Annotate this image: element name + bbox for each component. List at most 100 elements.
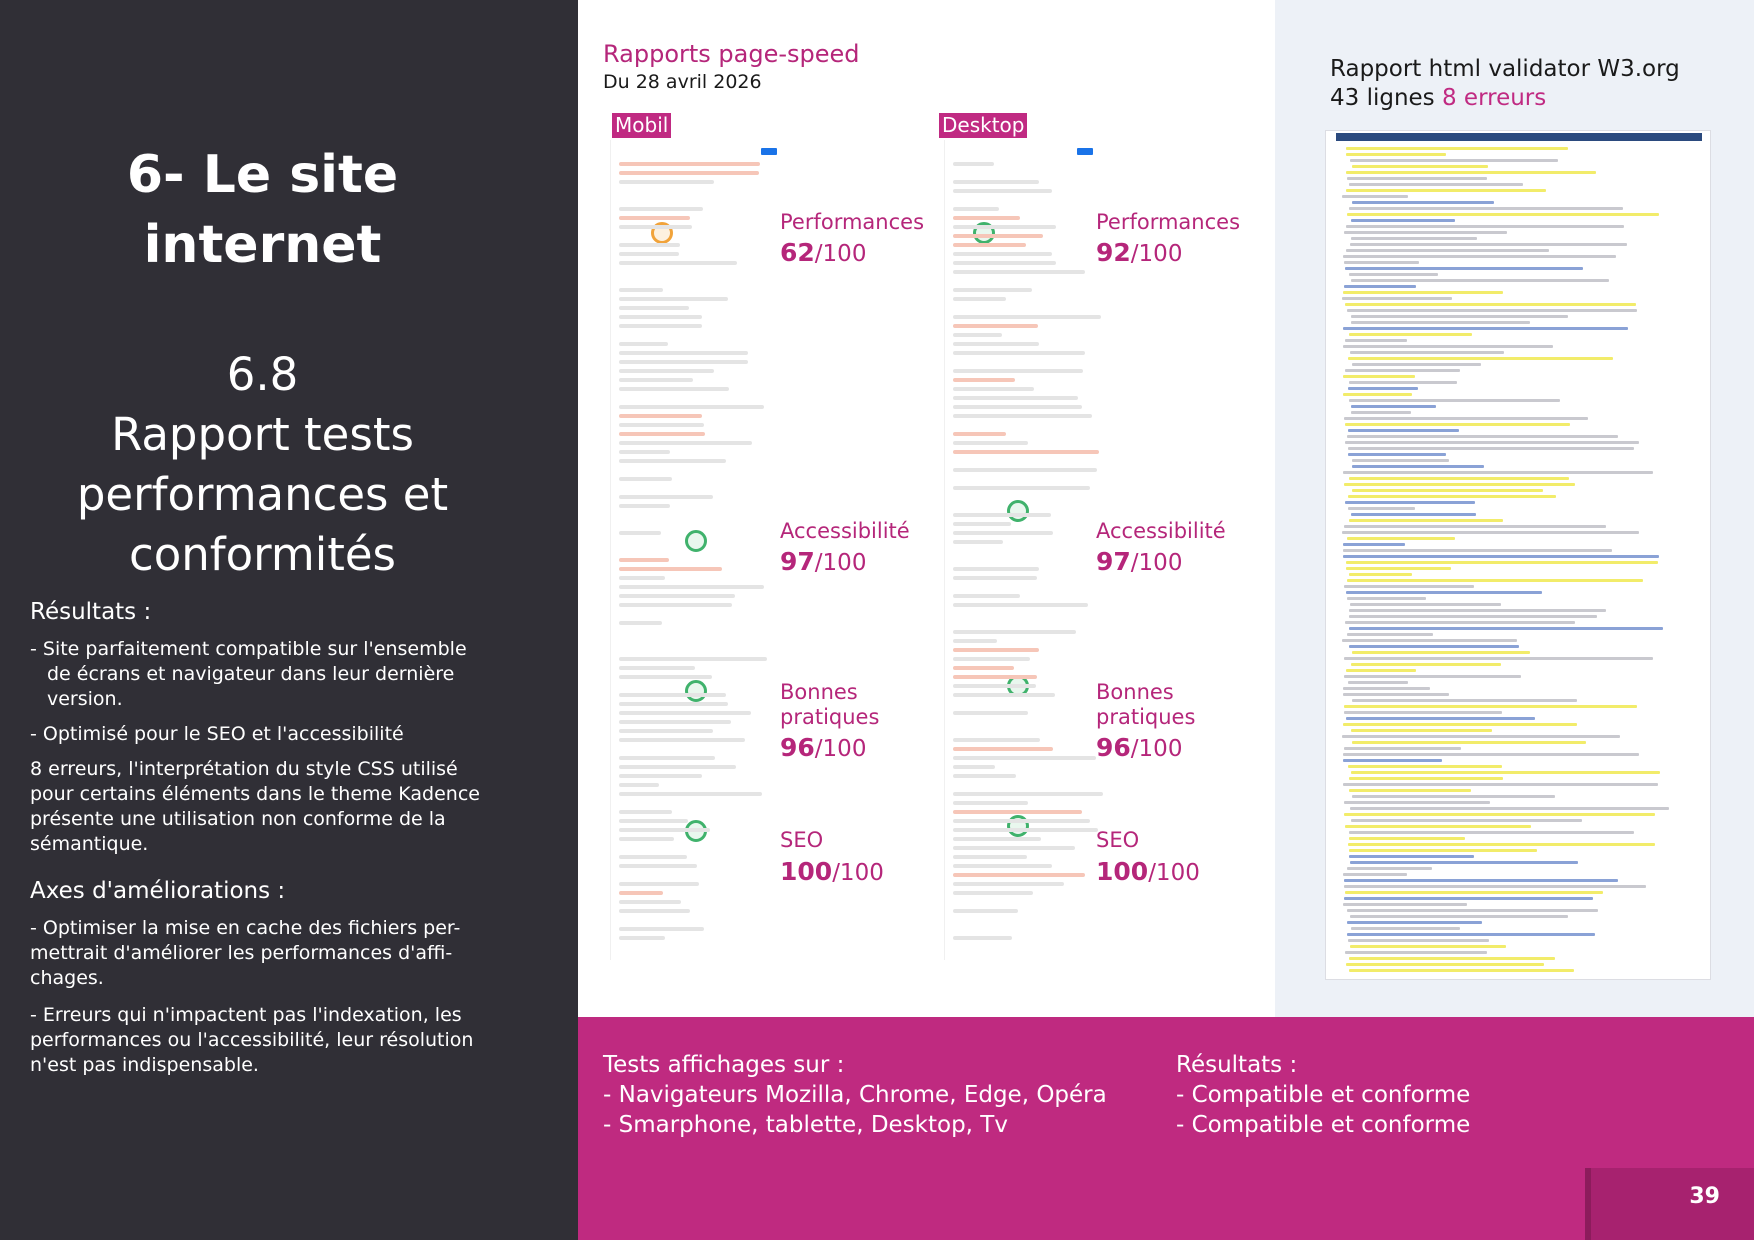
validator-text-line <box>1349 849 1537 852</box>
report-text-line <box>619 936 665 940</box>
chapter-title: 6- Le site internet <box>0 140 525 280</box>
validator-text-line <box>1343 255 1616 258</box>
validator-text-line <box>1343 903 1467 906</box>
report-text-line <box>619 576 665 580</box>
report-text-line <box>953 873 1085 877</box>
report-text-line <box>953 369 1083 373</box>
validator-text-line <box>1351 819 1582 822</box>
validator-text-line <box>1343 471 1653 474</box>
validator-text-line <box>1347 435 1618 438</box>
mobile-accessibility-score: 97/100 <box>780 547 867 576</box>
validator-text-line <box>1347 177 1487 180</box>
report-text-line <box>953 639 997 643</box>
report-text-line <box>953 756 1096 760</box>
validator-text-line <box>1344 801 1490 804</box>
validator-text-line <box>1344 879 1618 882</box>
validator-text-line <box>1346 189 1546 192</box>
page-number: 39 <box>1689 1184 1720 1209</box>
report-text-line <box>619 477 672 481</box>
report-text-line <box>953 711 1028 715</box>
validator-text-line <box>1349 627 1663 630</box>
validator-text-line <box>1344 747 1461 750</box>
report-text-line <box>619 315 702 319</box>
validator-text-line <box>1343 753 1639 756</box>
pagespeed-title: Rapports page-speed <box>603 40 860 68</box>
validator-text-line <box>1344 261 1419 264</box>
validator-text-line <box>1345 825 1531 828</box>
validator-text-line <box>1345 339 1407 342</box>
report-text-line <box>953 486 1090 490</box>
report-text-line <box>953 180 1039 184</box>
report-text-line <box>953 216 1020 220</box>
validator-text-line <box>1346 567 1451 570</box>
validator-text-line <box>1345 369 1460 372</box>
report-text-line <box>619 693 726 697</box>
report-text-line <box>953 261 1056 265</box>
report-text-line <box>953 882 1064 886</box>
mobile-performance-score: 62/100 <box>780 238 867 267</box>
validator-text-line <box>1342 735 1620 738</box>
report-text-line <box>953 207 999 211</box>
validator-text-line <box>1349 609 1606 612</box>
report-text-line <box>953 234 1043 238</box>
validator-text-line <box>1350 603 1501 606</box>
validator-text-line <box>1343 543 1405 546</box>
validator-text-line <box>1348 507 1415 510</box>
validator-text-line <box>1351 663 1501 666</box>
validator-text-line <box>1347 213 1659 216</box>
mobile-report-screenshot <box>610 140 780 960</box>
validator-text-line <box>1342 195 1408 198</box>
validator-text-line <box>1343 327 1628 330</box>
report-text-line <box>953 252 1052 256</box>
validator-summary: 43 lignes 8 erreurs <box>1330 85 1547 111</box>
report-text-line <box>619 450 670 454</box>
validator-text-line <box>1344 711 1502 714</box>
validator-text-line <box>1349 573 1412 576</box>
validator-text-line <box>1352 489 1543 492</box>
report-text-line <box>953 864 1052 868</box>
report-text-line <box>619 585 764 589</box>
report-text-line <box>953 396 1078 400</box>
validator-text-line <box>1345 441 1639 444</box>
validator-text-line <box>1349 381 1457 384</box>
validator-text-line <box>1347 537 1455 540</box>
report-text-line <box>953 837 1041 841</box>
report-text-line <box>953 891 1033 895</box>
validator-text-line <box>1345 303 1636 306</box>
validator-errors: 8 erreurs <box>1441 85 1547 111</box>
desktop-tag: Desktop <box>939 113 1028 138</box>
validator-text-line <box>1350 351 1504 354</box>
desktop-best-practices-score: 96/100 <box>1096 733 1183 762</box>
validator-text-line <box>1343 393 1412 396</box>
report-text-line <box>953 522 1011 526</box>
validator-text-line <box>1344 885 1646 888</box>
validator-text-line <box>1343 291 1503 294</box>
report-text-line <box>953 684 1036 688</box>
report-text-line <box>619 171 759 175</box>
report-text-line <box>953 315 1101 319</box>
report-text-line <box>953 333 1002 337</box>
validator-text-line <box>1343 723 1577 726</box>
validator-text-line <box>1347 921 1482 924</box>
report-text-line <box>953 765 995 769</box>
report-text-line <box>953 810 1082 814</box>
report-text-line <box>619 882 699 886</box>
desktop-report-screenshot <box>944 140 1114 960</box>
report-text-line <box>953 675 1037 679</box>
report-text-line <box>953 540 1003 544</box>
report-text-line <box>953 288 1032 292</box>
validator-text-line <box>1346 561 1658 564</box>
report-text-line <box>953 513 1051 517</box>
improvement-cache: - Optimiser la mise en cache des fichier… <box>30 917 461 989</box>
report-text-line <box>953 387 1034 391</box>
report-text-line <box>619 216 690 220</box>
validator-text-line <box>1343 345 1553 348</box>
validator-text-line <box>1352 651 1530 654</box>
desktop-seo-score: 100/100 <box>1096 857 1200 886</box>
report-text-line <box>619 495 713 499</box>
validator-text-line <box>1348 681 1408 684</box>
report-text-line <box>619 909 690 913</box>
report-text-line <box>953 342 1039 346</box>
validator-text-line <box>1349 399 1560 402</box>
